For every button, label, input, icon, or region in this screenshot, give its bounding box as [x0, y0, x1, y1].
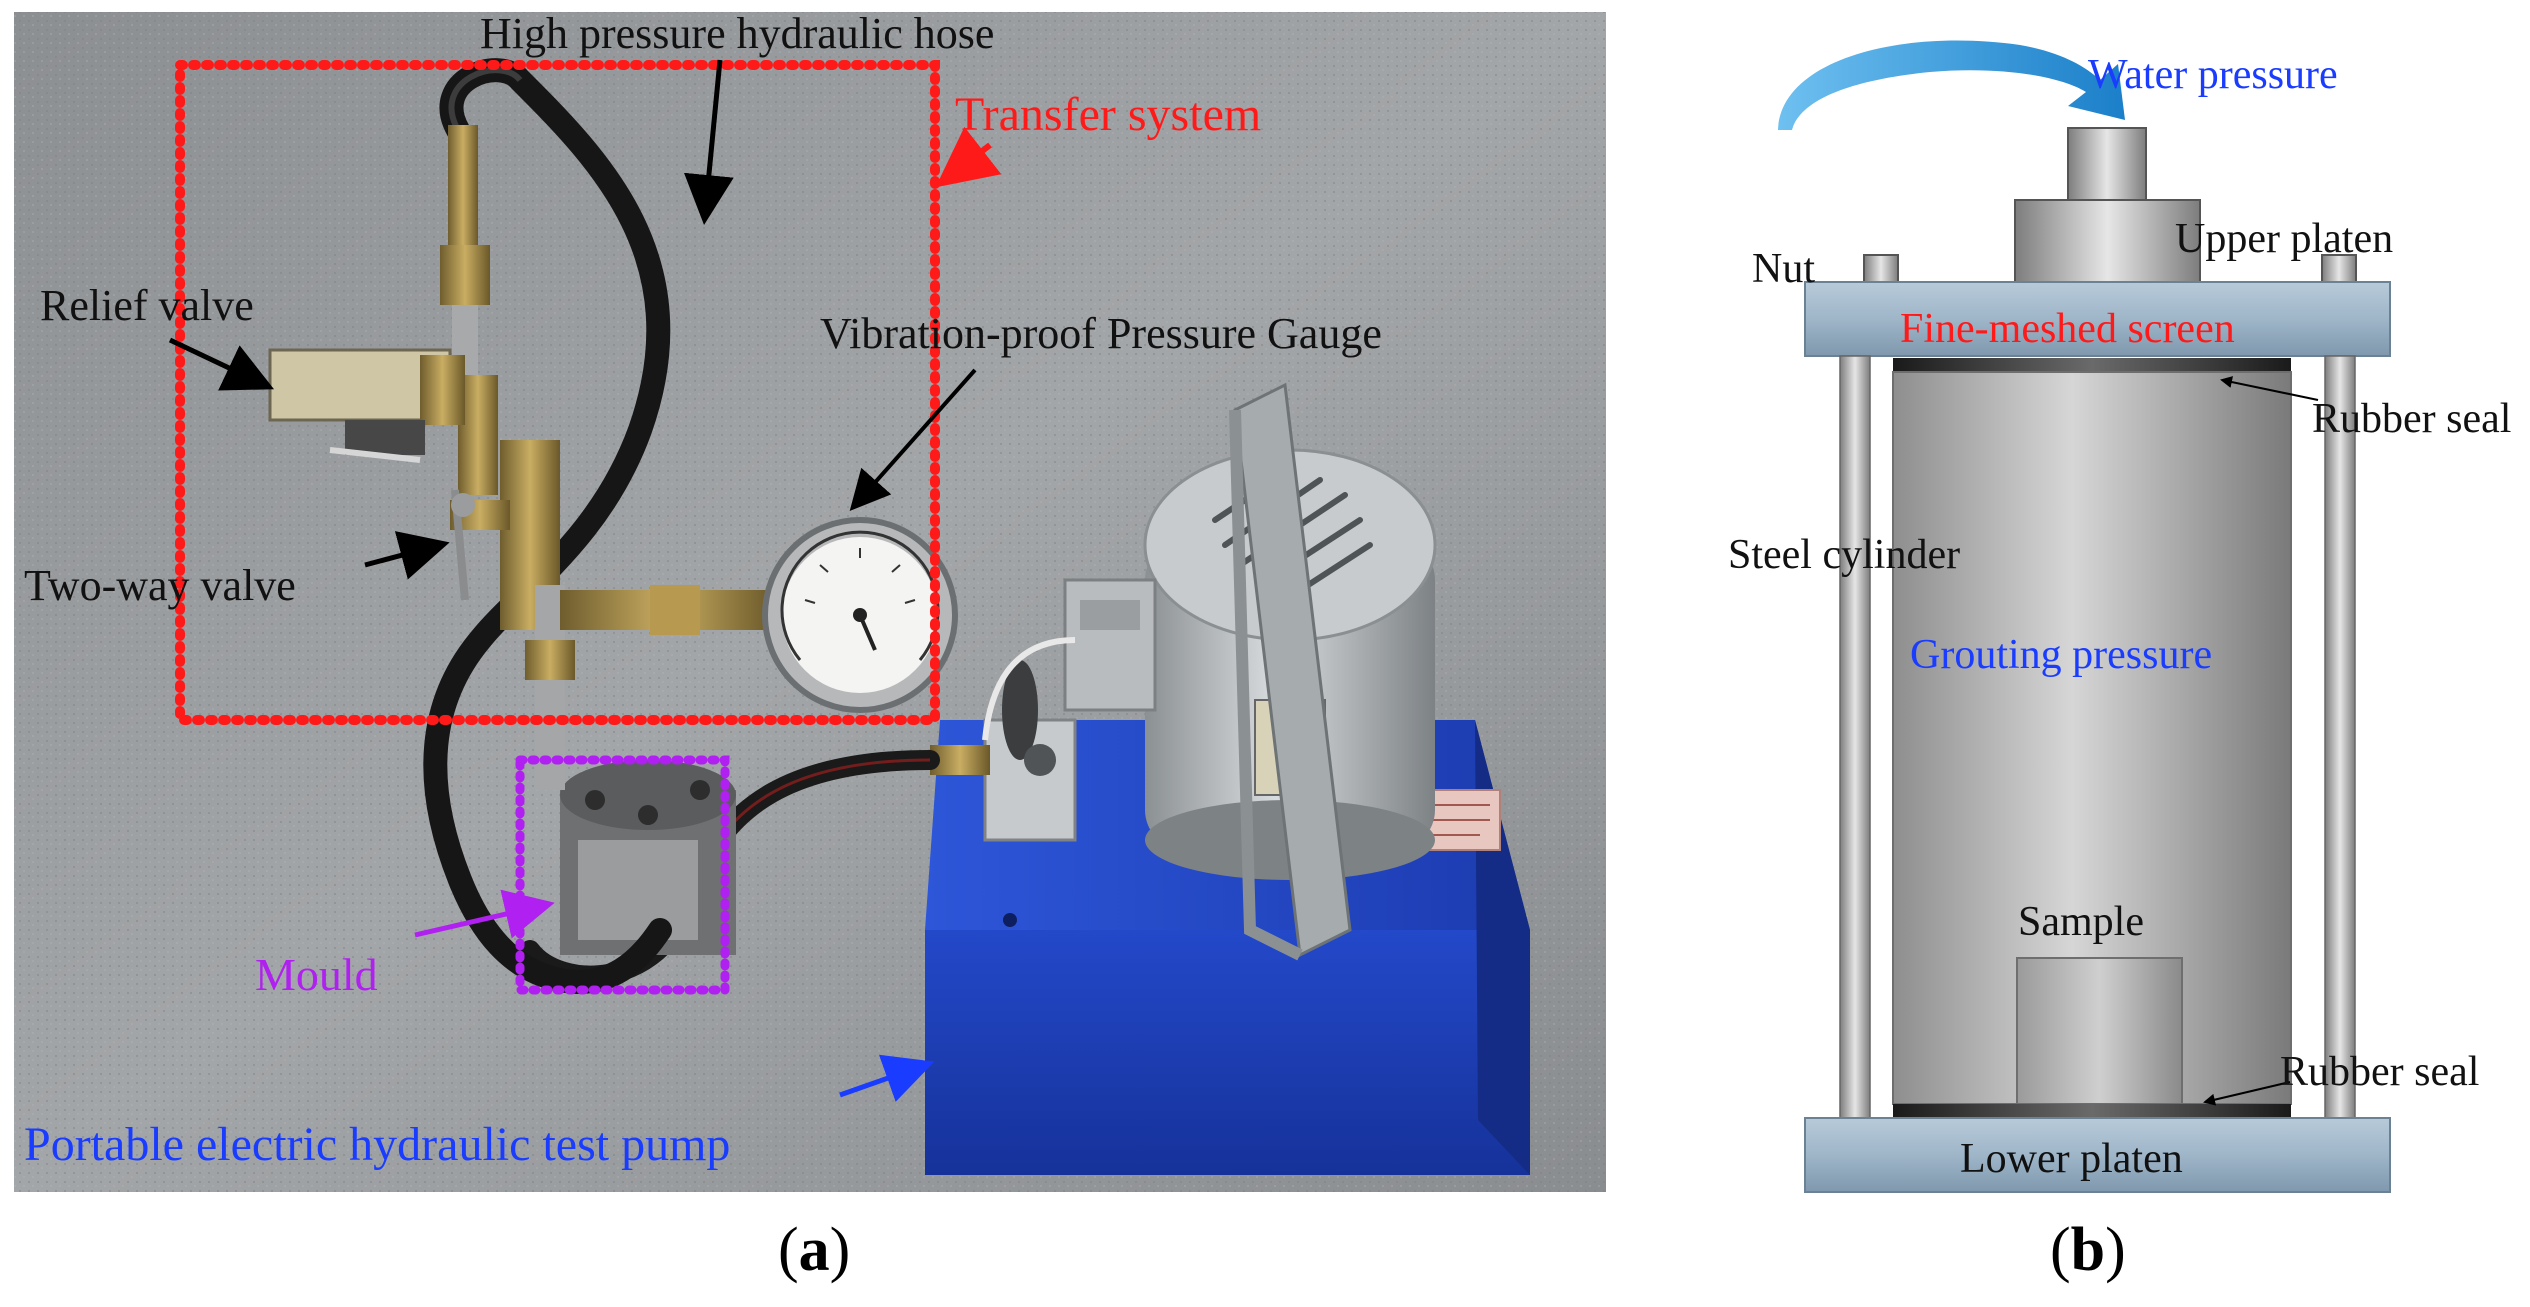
bottom-rubber-seal [1893, 1104, 2291, 1118]
mould-body [560, 760, 736, 955]
panel-b-schematic: Water pressure Nut Upper platen Fine-mes… [1728, 40, 2511, 1193]
electric-motor [1063, 382, 1437, 961]
seal-bottom-arrow [2203, 1081, 2291, 1106]
label-lower-platen: Lower platen [1960, 1136, 2183, 1182]
label-transfer-system: Transfer system [955, 88, 1261, 141]
caption-a-open: ( [778, 1216, 799, 1284]
gauge-arrow [849, 368, 977, 511]
relief-arrow [168, 337, 275, 391]
pump-arrow [839, 1054, 935, 1102]
power-cable [982, 637, 1076, 741]
hose-arrow [683, 59, 734, 225]
left-tie-rod [1839, 355, 1871, 1127]
valve-manifold [440, 125, 575, 790]
caption-a-letter: a [798, 1216, 830, 1284]
caption-b-open: ( [2050, 1216, 2071, 1284]
label-grouting-pressure: Grouting pressure [1910, 632, 2212, 678]
pump-outlet-valve [930, 660, 1077, 842]
upper-platen [1804, 281, 2391, 357]
caption-a: (a) [778, 1215, 850, 1286]
label-pressure-gauge: Vibration-proof Pressure Gauge [820, 309, 1382, 358]
pump-handle [1233, 382, 1352, 958]
caption-a-close: ) [829, 1216, 851, 1284]
mould-arrow [414, 889, 555, 939]
panel-a-photo: High pressure hydraulic hose Transfer sy… [14, 9, 1606, 1192]
label-steel-cylinder: Steel cylinder [1728, 532, 1960, 578]
left-nut [1863, 254, 1899, 284]
label-rubber-seal-bottom: Rubber seal [2280, 1049, 2479, 1095]
label-nut: Nut [1752, 246, 1815, 292]
caption-b-letter: b [2070, 1216, 2106, 1284]
label-fine-meshed-screen: Fine-meshed screen [1900, 306, 2235, 352]
label-two-way-valve: Two-way valve [24, 561, 296, 610]
transfer-arrow [935, 126, 1002, 188]
seal-top-arrow [2220, 376, 2319, 401]
right-tie-rod [2324, 355, 2356, 1127]
upper-platen-boss [2014, 199, 2201, 283]
transfer-system-box [175, 60, 940, 725]
caption-b: (b) [2050, 1215, 2126, 1286]
label-rubber-seal-top: Rubber seal [2312, 396, 2511, 442]
lower-platen [1804, 1117, 2391, 1193]
label-mould: Mould [255, 949, 378, 1000]
two-way-valve-body [450, 489, 510, 601]
upper-plug-stem [2067, 127, 2147, 201]
sample-block [2016, 957, 2183, 1105]
top-rubber-seal [1893, 358, 2291, 372]
pressure-gauge [762, 517, 958, 713]
twoway-arrow [364, 531, 450, 580]
mould-box [515, 755, 730, 995]
motor-junction-box [1063, 578, 1157, 712]
label-sample: Sample [2018, 899, 2144, 945]
label-water-pressure: Water pressure [2088, 52, 2338, 98]
label-relief-valve: Relief valve [40, 281, 254, 330]
label-hose: High pressure hydraulic hose [480, 9, 994, 58]
caption-b-close: ) [2105, 1216, 2126, 1284]
label-pump: Portable electric hydraulic test pump [24, 1118, 730, 1171]
label-upper-platen: Upper platen [2175, 216, 2393, 262]
relief-valve-body [268, 348, 465, 463]
water-pressure-arrow [1778, 40, 2125, 130]
